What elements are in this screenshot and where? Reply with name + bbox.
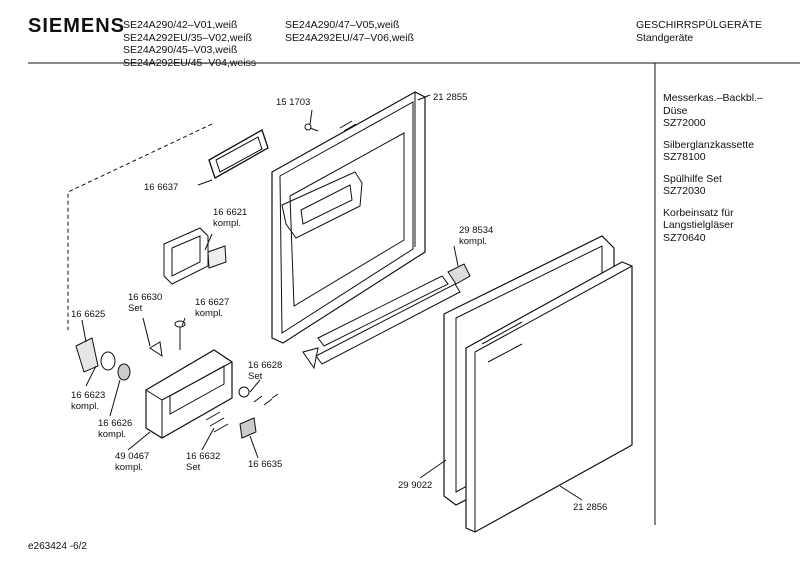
part-note: kompl.	[213, 218, 241, 229]
model-line: SE24A290/42–V01,weiß	[123, 19, 238, 31]
part-label-166635: 16 6635	[248, 459, 283, 470]
ring-seal	[100, 351, 116, 371]
part-label-299022: 29 9022	[398, 480, 433, 491]
accessory-name: Düse	[663, 104, 688, 117]
category-line: Standgeräte	[636, 31, 694, 44]
inner-door-panel	[271, 91, 426, 344]
model-line: SE24A292EU/47–V06,weiß	[285, 31, 414, 44]
spring-set	[253, 393, 279, 406]
part-number: 16 6621	[213, 207, 248, 218]
part-number: 16 6623	[71, 390, 106, 401]
part-label-166623: 16 6623 kompl.	[71, 390, 105, 412]
accessory-name: Langstielgläser	[663, 219, 734, 231]
model-list-col2: SE24A290/47–V05,weiß SE24A292EU/47–V06,w…	[285, 19, 414, 44]
part-number: 29 8534	[459, 225, 494, 236]
part-16-6630	[149, 341, 163, 358]
outer-door-panel	[465, 261, 633, 533]
part-number: 16 6626	[98, 418, 133, 429]
accessory-name: Spülhilfe Set	[663, 172, 722, 185]
part-label-151703: 15 1703	[276, 97, 311, 108]
model-line: SE24A290/45–V03,weiß	[123, 44, 238, 56]
handle-rail	[302, 275, 461, 370]
part-note: Set	[248, 371, 263, 382]
part-16-6628	[238, 386, 250, 398]
accessory-name: Silberglanzkassette	[663, 138, 755, 151]
part-16-6635	[239, 417, 257, 439]
accessory-code: SZ72000	[663, 117, 706, 129]
part-label-166626: 16 6626 kompl.	[98, 418, 132, 440]
part-note: kompl.	[195, 308, 223, 319]
part-label-166627: 16 6627 kompl.	[195, 297, 229, 319]
brand-logo: SIEMENS	[28, 15, 126, 37]
accessory-code: SZ70640	[663, 231, 706, 244]
part-note: kompl.	[71, 401, 99, 412]
part-label-298534: 29 8534 kompl.	[459, 225, 493, 247]
part-note: Set	[128, 303, 143, 314]
part-note: kompl.	[98, 429, 126, 440]
bracket-29-8534	[447, 263, 471, 285]
part-number: 16 6630	[128, 292, 163, 303]
part-note: kompl.	[459, 236, 487, 247]
model-line: SE24A292EU/35–V02,weiß	[123, 31, 252, 44]
part-number: 16 6632	[186, 451, 221, 462]
accessory-item: Korbeinsatz für Langstielgläser SZ70640	[663, 207, 763, 245]
model-line: SE24A290/47–V05,weiß	[285, 19, 400, 31]
category-label: GESCHIRRSPÜLGERÄTE Standgeräte	[636, 19, 762, 44]
part-label-212856: 21 2856	[573, 502, 608, 513]
screw-15-1703	[304, 123, 319, 132]
accessory-name: Korbeinsatz für	[663, 206, 734, 219]
part-label-166630: 16 6630 Set	[128, 292, 162, 314]
model-list-col1: SE24A290/42–V01,weiß SE24A292EU/35–V02,w…	[123, 19, 256, 69]
control-unit	[145, 349, 233, 439]
part-16-6627	[174, 320, 186, 350]
part-label-490467: 49 0467 kompl.	[115, 451, 149, 473]
part-note: Set	[186, 462, 201, 473]
accessory-code: SZ72030	[663, 185, 706, 197]
accessory-item: Messerkas.–Backbl.– Düse SZ72000	[663, 92, 763, 130]
document-id: e263424 -6/2	[28, 541, 87, 552]
accessory-item: Spülhilfe Set SZ72030	[663, 173, 763, 198]
accessory-item: Silberglanzkassette SZ78100	[663, 139, 763, 164]
accessory-code: SZ78100	[663, 151, 706, 163]
part-number: 16 6628	[248, 360, 283, 371]
part-label-166625: 16 6625	[71, 309, 106, 320]
part-16-6632	[205, 411, 229, 433]
part-number: 49 0467	[115, 451, 150, 462]
part-label-166628: 16 6628 Set	[248, 360, 282, 382]
part-label-166621: 16 6621 kompl.	[213, 207, 247, 229]
part-16-6625	[75, 337, 99, 373]
part-label-166632: 16 6632 Set	[186, 451, 220, 473]
part-label-212855: 21 2855	[433, 92, 468, 103]
part-note: kompl.	[115, 462, 143, 473]
knob-16-6626	[117, 363, 131, 381]
accessory-list: Messerkas.–Backbl.– Düse SZ72000 Silberg…	[663, 92, 763, 244]
part-number: 16 6627	[195, 297, 230, 308]
dispenser-cover	[163, 227, 227, 285]
accessory-name: Messerkas.–Backbl.–	[663, 92, 763, 104]
category-line: GESCHIRRSPÜLGERÄTE	[636, 19, 763, 31]
gasket-frame	[208, 129, 269, 179]
part-label-166637: 16 6637	[144, 182, 179, 193]
